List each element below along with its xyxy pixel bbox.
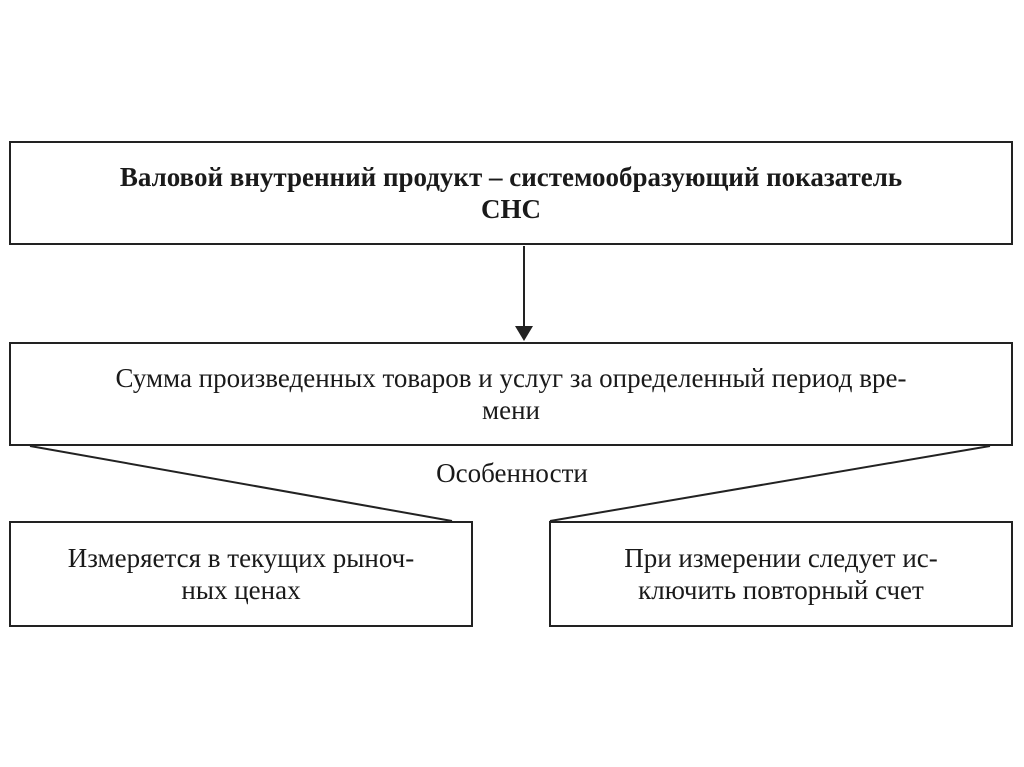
feature-right-box: При измерении следует ис- ключить повтор…: [549, 521, 1013, 627]
definition-line-1: Сумма произведенных товаров и услуг за о…: [115, 362, 907, 393]
feature-left-line-1: Измеряется в текущих рыноч-: [67, 542, 415, 573]
feature-left-box: Измеряется в текущих рыноч- ных ценах: [9, 521, 473, 627]
feature-right-line-2: ключить повторный счет: [638, 575, 924, 605]
left-branch-line: [29, 445, 453, 522]
gdp-line-1: Валовой внутренний продукт – системообра…: [119, 161, 903, 192]
right-branch-line: [549, 445, 991, 522]
gdp-box: Валовой внутренний продукт – системообра…: [9, 141, 1013, 245]
definition-line-2: мени: [482, 395, 540, 425]
definition-box: Сумма произведенных товаров и услуг за о…: [9, 342, 1013, 446]
arrow-head: [515, 326, 533, 341]
gdp-line-2: СНС: [480, 194, 541, 224]
feature-left-line-2: ных ценах: [181, 575, 301, 605]
feature-right-line-1: При измерении следует ис-: [624, 542, 938, 573]
features-label: Особенности: [436, 458, 588, 488]
